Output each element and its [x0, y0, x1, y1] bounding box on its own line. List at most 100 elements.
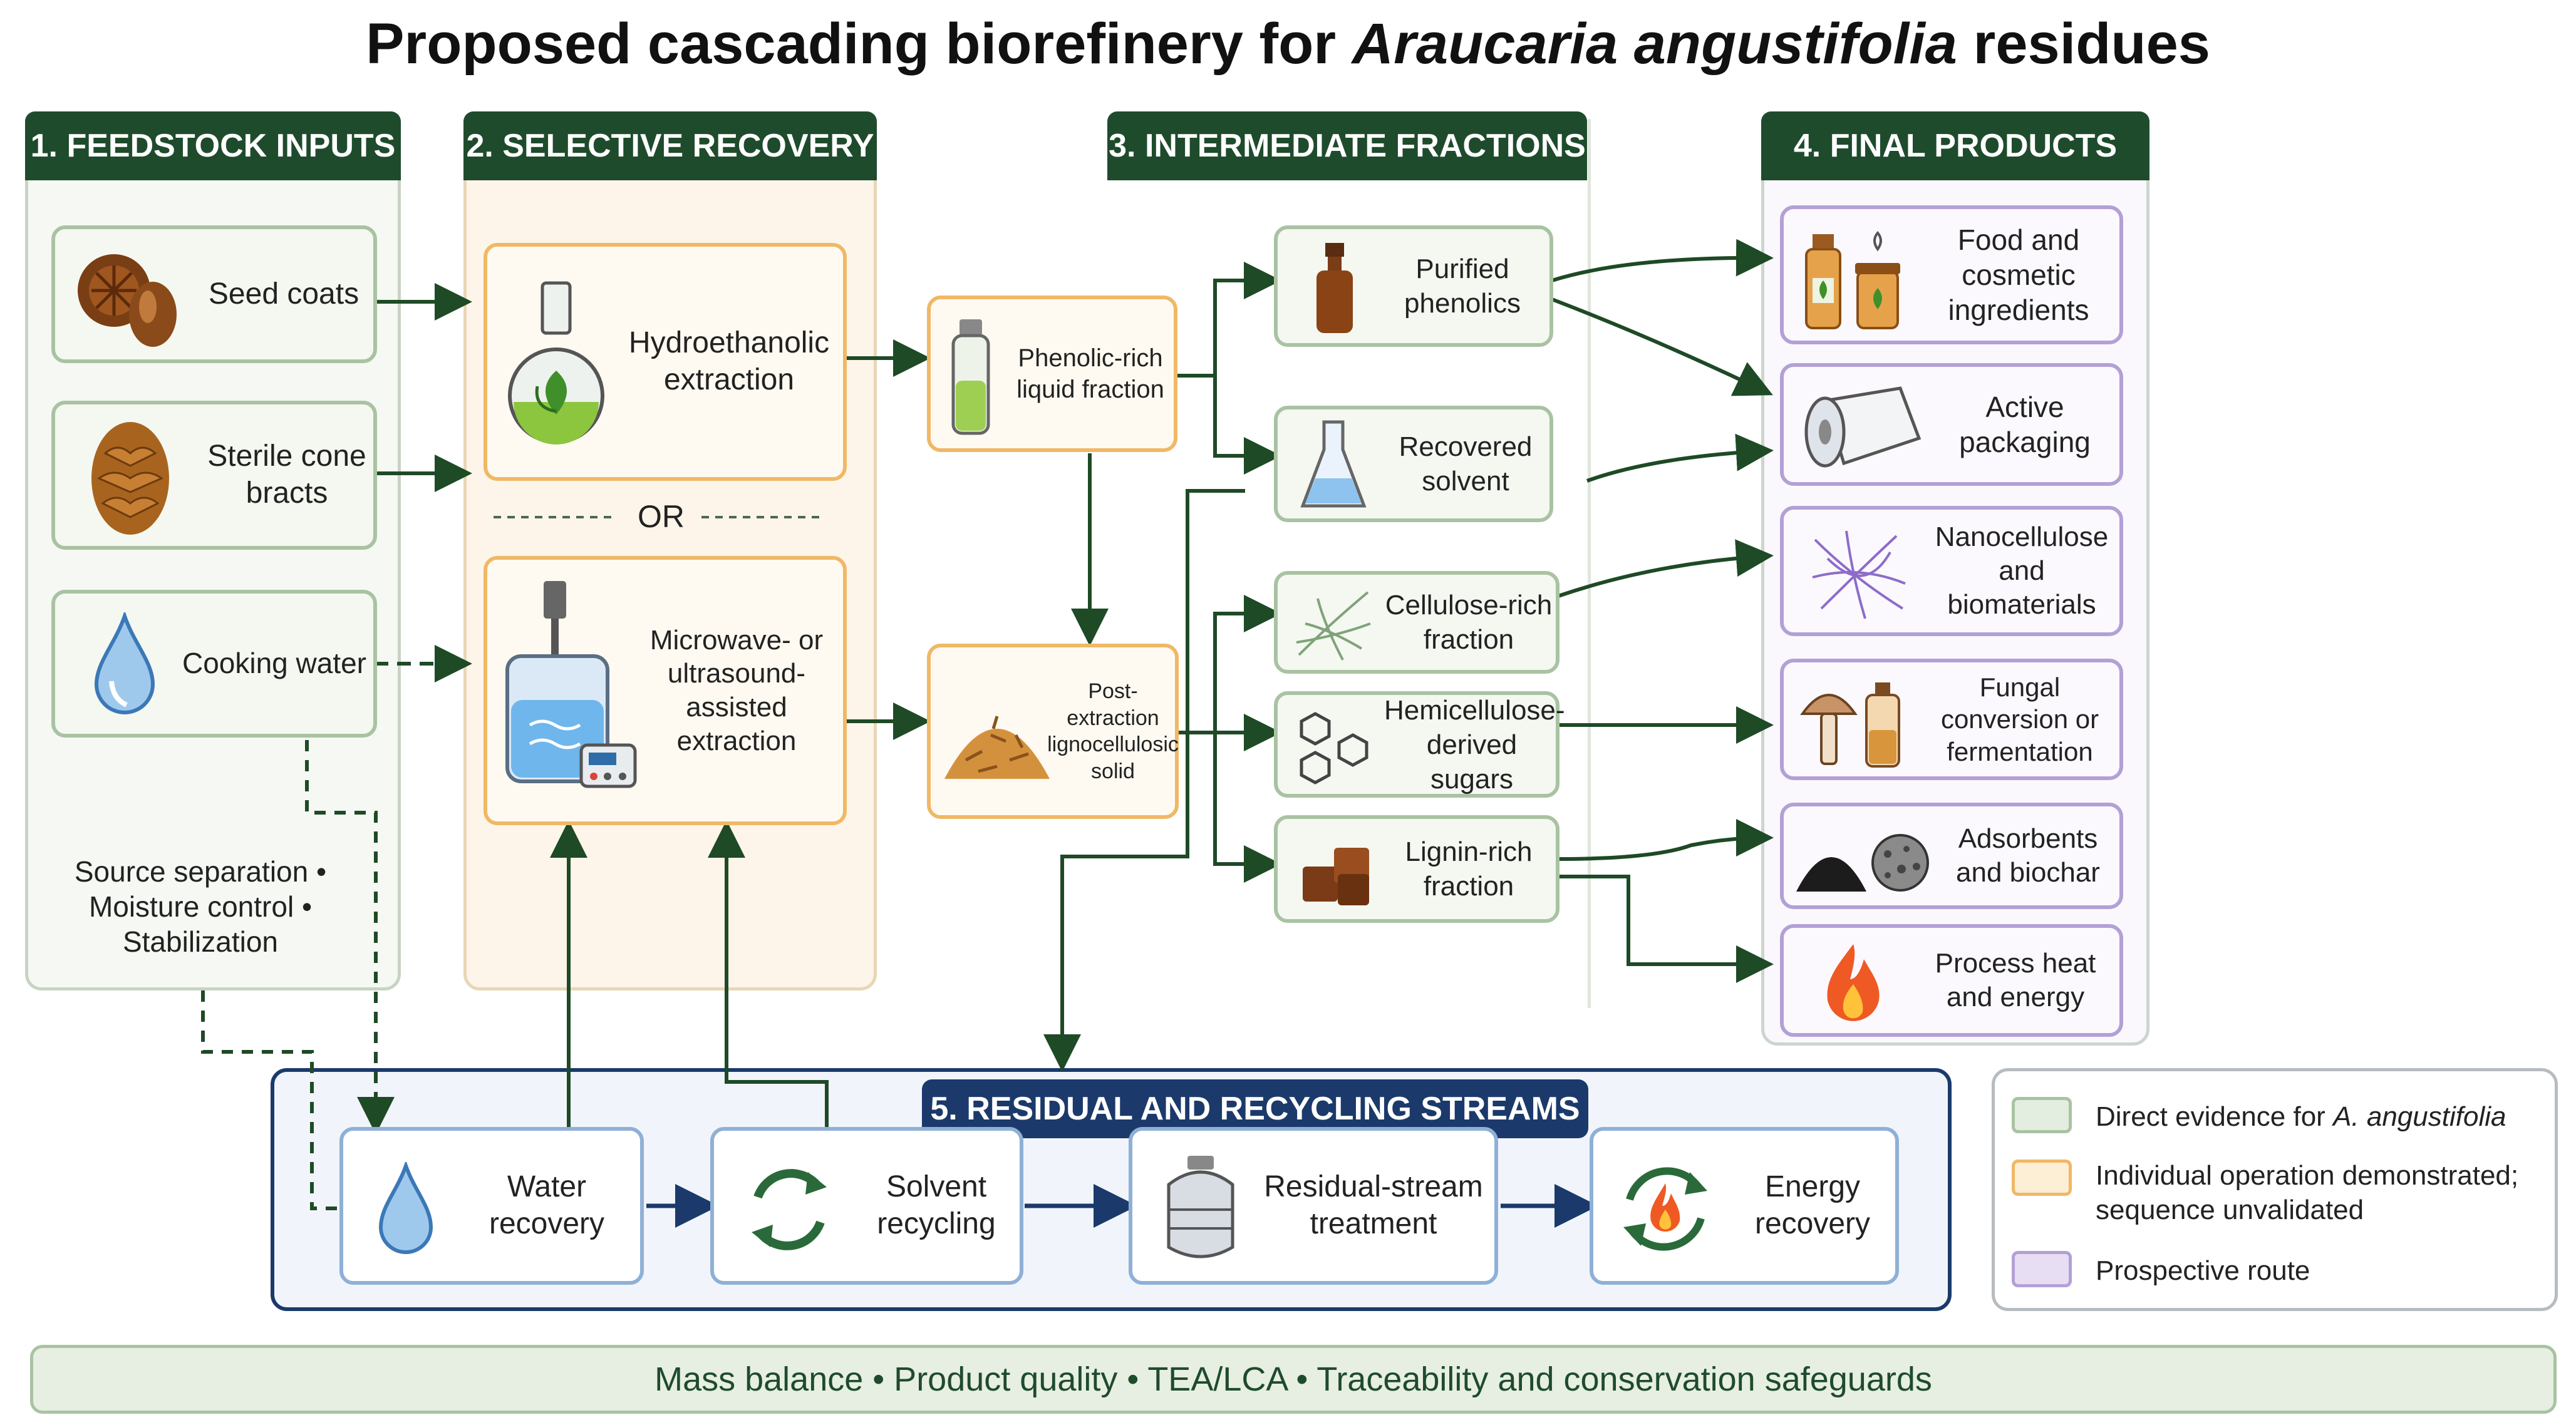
active-packaging-label: Active packaging	[1959, 390, 2091, 458]
arrow-purified-to-packaging	[1551, 297, 1773, 396]
lignin-label: Lignin-rich fraction	[1405, 836, 1533, 902]
vial-icon	[951, 319, 990, 435]
energy-recovery-label: Energy recovery	[1754, 1170, 1871, 1240]
solvent-recycling-box: Solvent recycling	[710, 1127, 1023, 1285]
water-recovery-label: Water recovery	[489, 1170, 605, 1240]
biomass-pile-icon	[944, 716, 1050, 779]
legend-direct-species: A. angustifolia	[2333, 1101, 2506, 1132]
fractions-header: 3. INTERMEDIATE FRACTIONS	[1107, 111, 1587, 180]
microwave-box: Microwave- or ultrasound-assisted extrac…	[484, 556, 847, 825]
lignin-cubes-icon	[1303, 848, 1369, 905]
footer-text: Mass balance • Product quality • TEA/LCA…	[654, 1361, 1932, 1398]
process-heat-box: Process heat and energy	[1780, 924, 2123, 1037]
title-suffix: residues	[1957, 12, 2210, 76]
pine-cone-icon	[91, 422, 169, 535]
arrow-solvent-recycle-to-microwave	[708, 820, 829, 1129]
residual-treatment-label: Residual-stream treatment	[1264, 1170, 1483, 1240]
energy-recovery-box: Energy recovery	[1590, 1127, 1899, 1285]
legend-panel	[1992, 1068, 2558, 1311]
cooking-water-label: Cooking water	[182, 647, 367, 680]
lignocellulosic-solid-label: Post-extraction lignocellulosic solid	[1047, 679, 1179, 783]
legend-swatch-individual	[2012, 1160, 2072, 1196]
residual-treatment-box: Residual-stream treatment	[1129, 1127, 1498, 1285]
arrow-to-residual	[1043, 489, 1245, 1072]
water-drop-icon	[94, 612, 155, 714]
nanofiber-icon	[1812, 530, 1906, 619]
arrow-cooking-to-water-recovery	[305, 740, 395, 1134]
process-heat-label: Process heat and energy	[1935, 948, 2096, 1012]
legend-direct-label: Direct evidence for A. angustifolia	[2096, 1099, 2506, 1134]
flame-icon	[1827, 944, 1880, 1021]
pretreatment-note: Source separation • Moisture control • S…	[74, 855, 327, 959]
title-species: Araucaria angustifolia	[1352, 12, 1957, 76]
amber-bottle-icon	[1316, 243, 1353, 333]
cosmetic-jars-icon	[1805, 230, 1900, 329]
cellulose-label: Cellulose-rich fraction	[1385, 590, 1553, 655]
legend-swatch-prospective	[2012, 1251, 2072, 1287]
fungal-conversion-label: Fungal conversion or fermentation	[1940, 672, 2099, 766]
hemicellulose-box: Hemicellulose-derived sugars	[1274, 691, 1565, 798]
lignocellulosic-solid-box: Post-extraction lignocellulosic solid	[927, 644, 1179, 819]
food-cosmetic-label: Food and cosmetic ingredients	[1948, 223, 2089, 327]
arrow-purified-to-food	[1551, 239, 1774, 282]
phenolic-liquid-box: Phenolic-rich liquid fraction	[927, 296, 1177, 452]
fungal-conversion-box: Fungal conversion or fermentation	[1780, 659, 2123, 780]
arrow-liquid-to-solvent	[1213, 376, 1281, 475]
cellulose-box: Cellulose-rich fraction	[1274, 571, 1560, 674]
adsorbents-box: Adsorbents and biochar	[1780, 803, 2123, 909]
recovered-solvent-label: Recovered solvent	[1399, 431, 1533, 496]
active-packaging-box: Active packaging	[1780, 363, 2123, 486]
cone-bracts-label: Sterile cone bracts	[207, 440, 366, 510]
energy-recycle-icon	[1623, 1167, 1707, 1251]
footer-bar: Mass balance • Product quality • TEA/LCA…	[30, 1345, 2557, 1414]
water-recovery-box: Water recovery	[339, 1127, 644, 1285]
water-recovery-drop-icon	[378, 1162, 433, 1254]
diagram-title: Proposed cascading biorefinery for Arauc…	[0, 11, 2576, 77]
arrow-solid-to-lignin	[1213, 733, 1281, 883]
feedstock-header: 1. FEEDSTOCK INPUTS	[25, 111, 401, 180]
nanocellulose-label: Nanocellulose and biomaterials	[1935, 522, 2109, 620]
microwave-label: Microwave- or ultrasound-assisted extrac…	[649, 624, 824, 756]
hydroethanolic-box: Hydroethanolic extraction	[484, 243, 847, 481]
seed-coats-box: Seed coats	[51, 225, 377, 363]
solvent-recycling-label: Solvent recycling	[877, 1170, 996, 1240]
products-header: 4. FINAL PRODUCTS	[1761, 111, 2149, 180]
arrow-lignin-to-adsorbents	[1558, 819, 1774, 861]
recovery-header: 2. SELECTIVE RECOVERY	[463, 111, 877, 180]
reactor-icon	[505, 581, 637, 788]
food-cosmetic-box: Food and cosmetic ingredients	[1780, 205, 2123, 344]
seed-coats-icon	[78, 254, 177, 347]
mushroom-bottle-icon	[1800, 682, 1900, 768]
or-separator: OR	[638, 499, 685, 534]
sugar-rings-icon	[1300, 712, 1368, 785]
tank-icon	[1167, 1156, 1234, 1258]
hydroethanolic-label: Hydroethanolic extraction	[628, 326, 830, 396]
legend-individual-label: Individual operation demonstrated; seque…	[2096, 1160, 2519, 1225]
arrow-pretreatment-to-water-recovery	[201, 990, 338, 1210]
arrow-liquid-to-purified	[1177, 262, 1281, 378]
adsorbents-label: Adsorbents and biochar	[1956, 823, 2100, 888]
biochar-icon	[1796, 834, 1929, 892]
arrow-solid-to-cellulose	[1177, 595, 1281, 734]
arrow-solvent-to-packaging	[1586, 433, 1774, 483]
legend-direct-prefix: Direct evidence for	[2096, 1101, 2334, 1132]
purified-phenolics-label: Purified phenolics	[1404, 254, 1521, 319]
legend-prospective-label: Prospective route	[2096, 1255, 2310, 1286]
legend-swatch-direct	[2012, 1097, 2072, 1133]
purified-phenolics-box: Purified phenolics	[1274, 225, 1553, 347]
hemicellulose-label: Hemicellulose-derived sugars	[1384, 694, 1565, 795]
seed-coats-label: Seed coats	[208, 277, 360, 311]
recovered-solvent-box: Recovered solvent	[1274, 406, 1553, 522]
fiber-icon	[1296, 591, 1371, 661]
lignin-box: Lignin-rich fraction	[1274, 815, 1560, 923]
nanocellulose-box: Nanocellulose and biomaterials	[1780, 506, 2123, 636]
arrow-lignin-to-heat	[1558, 875, 1774, 983]
arrow-cellulose-to-nanocellulose	[1558, 539, 1774, 598]
film-roll-icon	[1804, 386, 1922, 468]
recycle-arrows-icon	[752, 1169, 827, 1250]
phenolic-liquid-label: Phenolic-rich liquid fraction	[1016, 344, 1164, 403]
erlenmeyer-icon	[1300, 420, 1367, 508]
flask-leaf-icon	[508, 281, 604, 445]
title-prefix: Proposed cascading biorefinery for	[366, 12, 1352, 76]
